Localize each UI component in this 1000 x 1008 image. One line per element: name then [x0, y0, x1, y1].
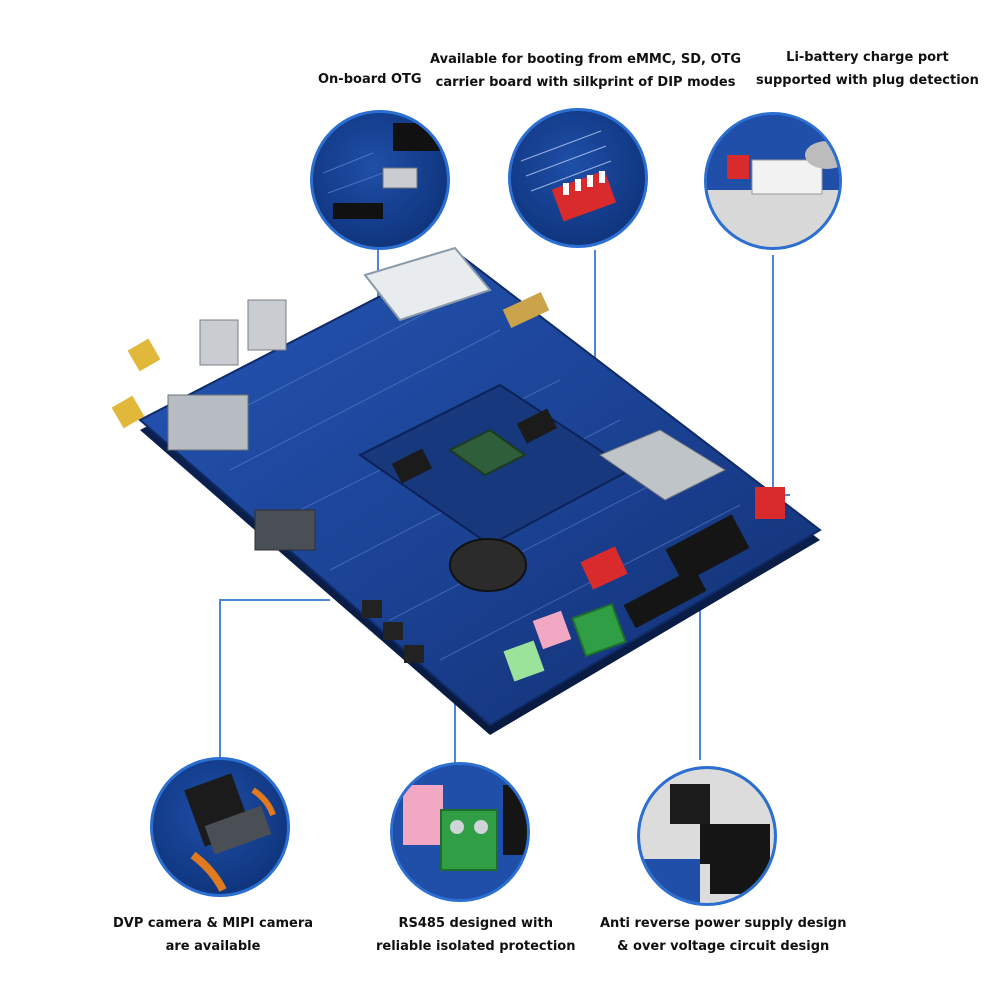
- power-switch: [755, 487, 785, 519]
- caption-line: are available: [165, 939, 261, 954]
- caption-line: & over voltage circuit design: [617, 939, 830, 954]
- zoom-circle-power: [637, 766, 777, 906]
- caption-boot-modes: Available for booting from eMMC, SD, OTG…: [430, 48, 741, 94]
- pin-header: [623, 567, 707, 629]
- caption-line: carrier board with silkprint of DIP mode…: [435, 75, 736, 90]
- pin-header: [665, 514, 750, 584]
- cpu-chip: [448, 428, 527, 477]
- caption-line: Li-battery charge port: [786, 50, 949, 65]
- push-button: [404, 645, 424, 663]
- audio-jack: [503, 640, 545, 682]
- wifi-module: [363, 246, 492, 322]
- push-button: [383, 622, 403, 640]
- caption-line: supported with plug detection: [756, 73, 979, 88]
- memory-chip: [391, 448, 433, 484]
- zoom-circle-boot-dip: [508, 108, 648, 248]
- dip-switch: [580, 546, 628, 590]
- serial-port: [254, 509, 316, 551]
- zoom-circle-battery-port: [704, 112, 842, 250]
- antenna-connector: [111, 395, 145, 429]
- antenna-connector: [127, 338, 161, 372]
- hdmi-port: [502, 292, 550, 328]
- caption-line: On-board OTG: [318, 72, 422, 87]
- caption-line: reliable isolated protection: [376, 939, 576, 954]
- terminal-block: [571, 602, 627, 658]
- usb-port: [199, 319, 239, 366]
- caption-line: RS485 designed with: [398, 916, 553, 931]
- zoom-circle-rs485: [390, 762, 530, 902]
- caption-battery-port: Li-battery charge port supported with pl…: [756, 46, 979, 92]
- caption-power: Anti reverse power supply design & over …: [600, 912, 846, 958]
- push-button: [362, 600, 382, 618]
- zoom-circle-otg: [310, 110, 450, 250]
- coin-battery: [449, 538, 527, 592]
- caption-rs485: RS485 designed with reliable isolated pr…: [376, 912, 575, 958]
- memory-chip: [516, 408, 558, 444]
- sd-card-slot: [598, 429, 727, 501]
- usb-port: [247, 299, 287, 351]
- ethernet-port: [167, 394, 249, 451]
- caption-line: Available for booting from eMMC, SD, OTG: [430, 52, 742, 67]
- caption-line: DVP camera & MIPI camera: [113, 916, 314, 931]
- caption-onboard-otg: On-board OTG: [318, 68, 422, 91]
- audio-jack: [532, 610, 572, 650]
- caption-line: Anti reverse power supply design: [600, 916, 847, 931]
- caption-camera: DVP camera & MIPI camera are available: [113, 912, 313, 958]
- zoom-circle-camera: [150, 757, 290, 897]
